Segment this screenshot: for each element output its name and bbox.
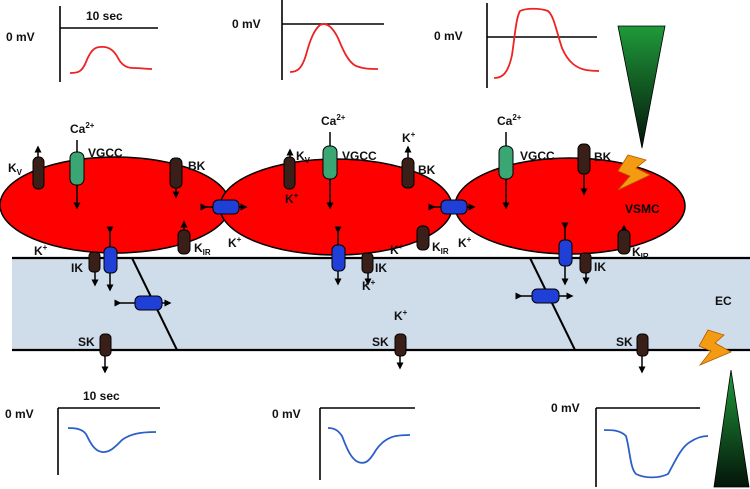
sk-channel-icon — [99, 333, 112, 357]
ik-label-2: IK — [375, 261, 387, 275]
k-plus-label-2c: K+ — [390, 242, 404, 257]
ec-trace-2-line — [327, 427, 411, 464]
vsmc-trace-1: 0 mV 10 sec — [6, 6, 158, 82]
k-plus-label-1b: K+ — [228, 235, 242, 250]
bottom-stimulus-triangle — [713, 369, 750, 488]
k-plus-label-2d: K+ — [362, 278, 376, 293]
endothelial-traces: 0 mV 10 sec 0 mV 0 mV — [5, 389, 709, 487]
ec-trace-3: 0 mV — [551, 401, 709, 487]
ik-label-1: IK — [71, 261, 83, 275]
ca-label-2: Ca2+ — [321, 113, 346, 128]
kir-channel-icon — [416, 225, 430, 251]
bk-label-1: BK — [188, 159, 206, 173]
ec-trace-1: 0 mV 10 sec — [5, 389, 160, 475]
vgcc-channel-icon — [322, 145, 338, 180]
vsmc-trace-1-zero-label: 0 mV — [6, 30, 35, 44]
ik-channel-icon — [88, 251, 101, 273]
myoendothelial-gap-junction-icon-3 — [558, 239, 573, 267]
ca-label-1: Ca2+ — [70, 121, 95, 136]
ec-trace-2-zero-label: 0 mV — [272, 407, 301, 421]
vgcc-channel-icon — [69, 151, 85, 186]
kv-channel-icon — [32, 156, 45, 190]
kir-label-2: KIR — [432, 240, 449, 256]
ec-gap-junction-icon-1 — [134, 295, 163, 311]
bk-channel-icon — [169, 157, 183, 189]
myoendothelial-gap-junction-icon-1 — [103, 246, 118, 274]
kv-label-2: KV — [296, 149, 311, 165]
vsmc-trace-3-line — [493, 7, 600, 79]
vsmc-trace-2: 0 mV — [232, 0, 384, 80]
vsmc-trace-1-scale-label: 10 sec — [86, 9, 123, 23]
vsmc-trace-3: 0 mV — [434, 3, 600, 88]
ec-trace-1-zero-label: 0 mV — [5, 407, 34, 421]
ec-trace-3-zero-label: 0 mV — [551, 401, 580, 415]
kv-label-1: KV — [8, 161, 23, 177]
myoendothelial-gap-junction-icon-2 — [331, 244, 346, 272]
vgcc-label-3: VGCC — [520, 149, 555, 163]
ec-trace-1-line — [67, 427, 157, 453]
k-plus-label-1a: K+ — [34, 243, 48, 258]
bk-channel-icon — [577, 143, 591, 175]
k-plus-label-ec: K+ — [394, 308, 408, 323]
smc-gap-junction-icon-2 — [440, 199, 468, 215]
sk-label-2: SK — [372, 335, 389, 349]
sk-channel-icon — [636, 333, 649, 357]
cell-1-channels: KV Ca2+ VGCC BK KIR K+ K+ IK — [8, 121, 242, 292]
sk-channel-icon — [394, 333, 407, 357]
vsmc-label: VSMC — [625, 202, 660, 216]
kir-label-3: KIR — [632, 245, 649, 261]
cell-2-channels: KV K+ Ca2+ VGCC K+ BK KIR K+ IK K+ K+ — [283, 113, 472, 293]
vsmc-trace-2-zero-label: 0 mV — [232, 17, 261, 31]
smooth-muscle-traces: 0 mV 10 sec 0 mV 0 mV — [6, 0, 600, 88]
k-plus-label-2b: K+ — [402, 130, 416, 145]
kir-label-1: KIR — [194, 241, 211, 257]
endothelial-junction-2 — [529, 257, 576, 351]
top-stimulus-triangle — [617, 25, 666, 149]
ik-channel-icon — [579, 252, 592, 274]
ec-trace-2: 0 mV — [272, 407, 415, 480]
endothelial-channels: SK K+ SK SK — [78, 288, 649, 374]
kir-channel-icon — [617, 229, 631, 255]
sk-label-1: SK — [78, 335, 95, 349]
vgcc-channel-icon — [498, 145, 514, 180]
bk-label-3: BK — [594, 150, 612, 164]
stimulus-bolt-icon-1 — [617, 154, 651, 191]
smc-gap-junction-icon-1 — [212, 199, 240, 215]
ec-label: EC — [715, 294, 732, 308]
k-plus-label-2a: K+ — [285, 191, 299, 206]
vsmc-trace-2-line — [289, 23, 379, 73]
bk-label-2: BK — [418, 163, 436, 177]
vgcc-label-2: VGCC — [342, 149, 377, 163]
sk-label-3: SK — [616, 335, 633, 349]
ik-label-3: IK — [594, 260, 606, 274]
kv-channel-icon — [283, 156, 296, 190]
ec-trace-1-scale-label: 10 sec — [83, 389, 120, 403]
cell-3-channels: Ca2+ VGCC BK KIR IK — [497, 113, 649, 286]
vsmc-trace-1-line — [69, 45, 153, 74]
ca-label-3: Ca2+ — [497, 113, 522, 128]
bk-channel-icon — [401, 157, 415, 189]
ec-gap-junction-icon-2 — [531, 288, 560, 304]
stimulus-bolt-icon-2 — [698, 329, 732, 366]
k-plus-label-2e: K+ — [458, 235, 472, 250]
kir-channel-icon — [177, 229, 191, 255]
ec-trace-3-line — [603, 429, 709, 479]
vgcc-label-1: VGCC — [88, 146, 123, 160]
vsmc-trace-3-zero-label: 0 mV — [434, 29, 463, 43]
ik-channel-icon — [361, 252, 374, 274]
